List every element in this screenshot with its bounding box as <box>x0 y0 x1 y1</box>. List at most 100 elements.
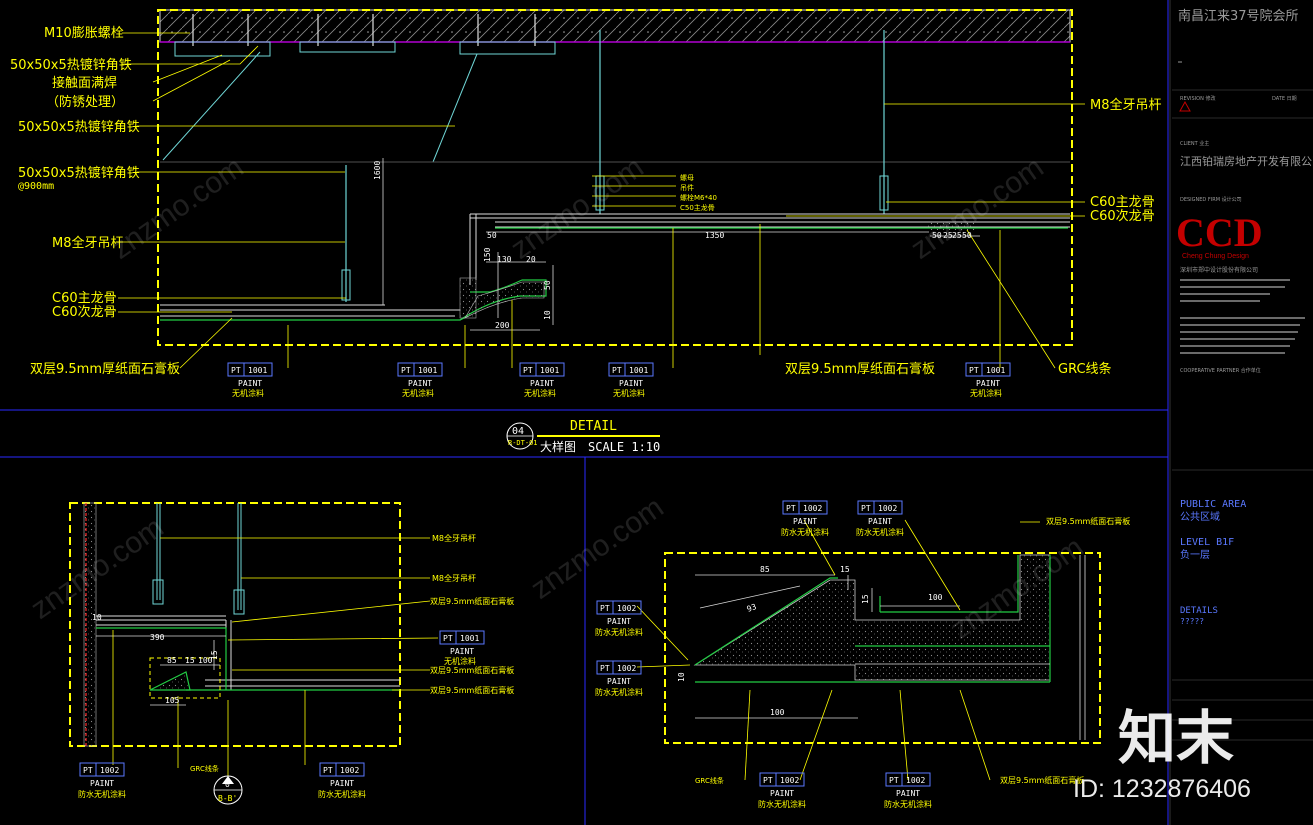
svg-text:PAINT: PAINT <box>450 647 474 656</box>
dim-200: 200 <box>495 321 510 330</box>
label-bolt: M10膨胀螺栓 <box>44 26 124 41</box>
svg-text:znzmo.com: znzmo.com <box>25 511 170 626</box>
designer-label: DESIGNED FIRM 设计公司 <box>1180 196 1242 203</box>
svg-text:无机涂料: 无机涂料 <box>444 656 476 666</box>
bl-label-gypsum3: 双层9.5mm纸面石膏板 <box>430 685 514 695</box>
frame-lines <box>0 0 1171 825</box>
paint-tag: PT 1002 PAINT 防水无机涂料 <box>758 772 806 809</box>
svg-text:无机涂料: 无机涂料 <box>232 388 264 398</box>
label-angle2: 50x50x5热镀锌角铁 <box>18 119 140 135</box>
label-rod-left: M8全牙吊杆 <box>52 235 124 251</box>
svg-text:PAINT: PAINT <box>90 779 114 788</box>
watermark-brand: 知末 <box>1118 704 1234 772</box>
label-sub-keel-left: C60次龙骨 <box>52 304 117 320</box>
paint-tag: PT 1002 PAINT 防水无机涂料 <box>78 762 126 799</box>
br-dim-15b: 15 <box>861 594 870 604</box>
bl-label-grc: GRC线条 <box>190 764 219 773</box>
bl-dim-390: 390 <box>150 633 165 642</box>
svg-text:1002: 1002 <box>803 504 822 513</box>
svg-text:PT: PT <box>231 366 241 375</box>
dim-50c: 50 <box>932 231 942 240</box>
svg-text:PT: PT <box>612 366 622 375</box>
svg-text:znzmo.com: znzmo.com <box>505 151 650 266</box>
bl-dim-105: 105 <box>165 696 180 705</box>
concrete-slab <box>159 9 1071 43</box>
svg-text:PAINT: PAINT <box>607 677 631 686</box>
bl-label-rod1: M8全牙吊杆 <box>432 533 476 543</box>
top-detail: M10膨胀螺栓 50x50x5热镀锌角铁 接触面满焊 （防锈处理） 50x50x… <box>10 9 1162 398</box>
title-block: 南昌江来37号院会所 REVISION 修改 DATE 日期 CLIENT 业主… <box>1172 8 1313 741</box>
label-angle3: 50x50x5热镀锌角铁 <box>18 165 140 181</box>
area-en: PUBLIC AREA <box>1180 499 1246 510</box>
bottom-left-detail: M8全牙吊杆 M8全牙吊杆 双层9.5mm纸面石膏板 双层9.5mm纸面石膏板 … <box>69 502 514 805</box>
svg-text:znzmo.com: znzmo.com <box>905 151 1050 266</box>
svg-text:无机涂料: 无机涂料 <box>970 388 1002 398</box>
svg-text:防水无机涂料: 防水无机涂料 <box>781 527 829 537</box>
svg-text:防水无机涂料: 防水无机涂料 <box>318 789 366 799</box>
svg-text:PT: PT <box>861 504 871 513</box>
svg-text:PAINT: PAINT <box>408 379 432 388</box>
br-dim-10: 10 <box>677 672 686 682</box>
level-en: LEVEL B1F <box>1180 537 1234 548</box>
label-hanger: 吊件 <box>680 183 694 192</box>
svg-text:1001: 1001 <box>540 366 559 375</box>
detail-scale: SCALE 1:10 <box>588 440 660 454</box>
svg-text:防水无机涂料: 防水无机涂料 <box>884 799 932 809</box>
dim-50: 50 <box>487 231 497 240</box>
svg-text:PAINT: PAINT <box>896 789 920 798</box>
bl-label-rod2: M8全牙吊杆 <box>432 573 476 583</box>
svg-text:PT: PT <box>600 604 610 613</box>
detail-sheet-ref: R-DT-01 <box>508 439 538 447</box>
dim-130: 130 <box>497 255 512 264</box>
dim-150: 150 <box>483 247 492 262</box>
svg-text:1001: 1001 <box>629 366 648 375</box>
detail-title-en: DETAIL <box>570 419 617 434</box>
bl-dim-10: 10 <box>92 613 102 622</box>
svg-text:PAINT: PAINT <box>976 379 1000 388</box>
label-c50: C50主龙骨 <box>680 203 715 212</box>
label-nut: 螺母 <box>680 173 694 182</box>
level-cn: 负一层 <box>1180 548 1210 561</box>
paint-tag: PT 1001 PAINT 无机涂料 <box>519 362 565 398</box>
svg-text:PT: PT <box>443 634 453 643</box>
svg-text:1001: 1001 <box>248 366 267 375</box>
label-gypsum-right: 双层9.5mm厚纸面石膏板 <box>785 361 935 377</box>
svg-text:PT: PT <box>600 664 610 673</box>
title-block-rows <box>1172 679 1313 741</box>
svg-text:PAINT: PAINT <box>868 517 892 526</box>
company-name: 深圳市郑中设计股份有限公司 <box>1180 266 1258 274</box>
label-sub-keel-right: C60次龙骨 <box>1090 208 1155 224</box>
sheet-title: DETAILS <box>1180 606 1218 616</box>
label-weld: 接触面满焊 <box>52 75 117 91</box>
bl-dim-15: 15 <box>185 656 195 665</box>
bl-label-gypsum2: 双层9.5mm纸面石膏板 <box>430 665 514 675</box>
svg-text:PAINT: PAINT <box>238 379 262 388</box>
label-grc: GRC线条 <box>1058 361 1112 377</box>
client-name: 江西铂瑞房地产开发有限公司 <box>1180 154 1313 168</box>
dim-10: 10 <box>543 310 552 320</box>
date-label: DATE 日期 <box>1272 96 1297 102</box>
svg-text:1002: 1002 <box>780 776 799 785</box>
paint-tag: PT 1002 PAINT 防水无机涂料 <box>781 500 829 537</box>
svg-text:PT: PT <box>763 776 773 785</box>
paint-tag: PT 1002 PAINT 防水无机涂料 <box>595 600 643 637</box>
svg-text:PAINT: PAINT <box>619 379 643 388</box>
bl-dim-85: 85 <box>167 656 177 665</box>
svg-text:PT: PT <box>786 504 796 513</box>
dim-20: 20 <box>526 255 536 264</box>
svg-text:防水无机涂料: 防水无机涂料 <box>758 799 806 809</box>
label-main-keel-left: C60主龙骨 <box>52 291 117 306</box>
client-label: CLIENT 业主 <box>1180 140 1209 147</box>
warning-icon <box>1179 100 1191 112</box>
br-dim-100: 100 <box>928 593 943 602</box>
paint-tag: PT 1002 PAINT 防水无机涂料 <box>318 762 366 799</box>
svg-text:防水无机涂料: 防水无机涂料 <box>78 789 126 799</box>
svg-text:PT: PT <box>401 366 411 375</box>
bl-dim-100: 100 <box>198 656 213 665</box>
svg-text:1002: 1002 <box>617 664 636 673</box>
svg-text:1002: 1002 <box>617 604 636 613</box>
svg-text:PAINT: PAINT <box>530 379 554 388</box>
svg-text:1001: 1001 <box>460 634 479 643</box>
detail-title-block: 04 R-DT-01 DETAIL 大样图 SCALE 1:10 <box>506 419 660 454</box>
paint-tag: PT 1001 PAINT 无机涂料 <box>439 630 485 666</box>
